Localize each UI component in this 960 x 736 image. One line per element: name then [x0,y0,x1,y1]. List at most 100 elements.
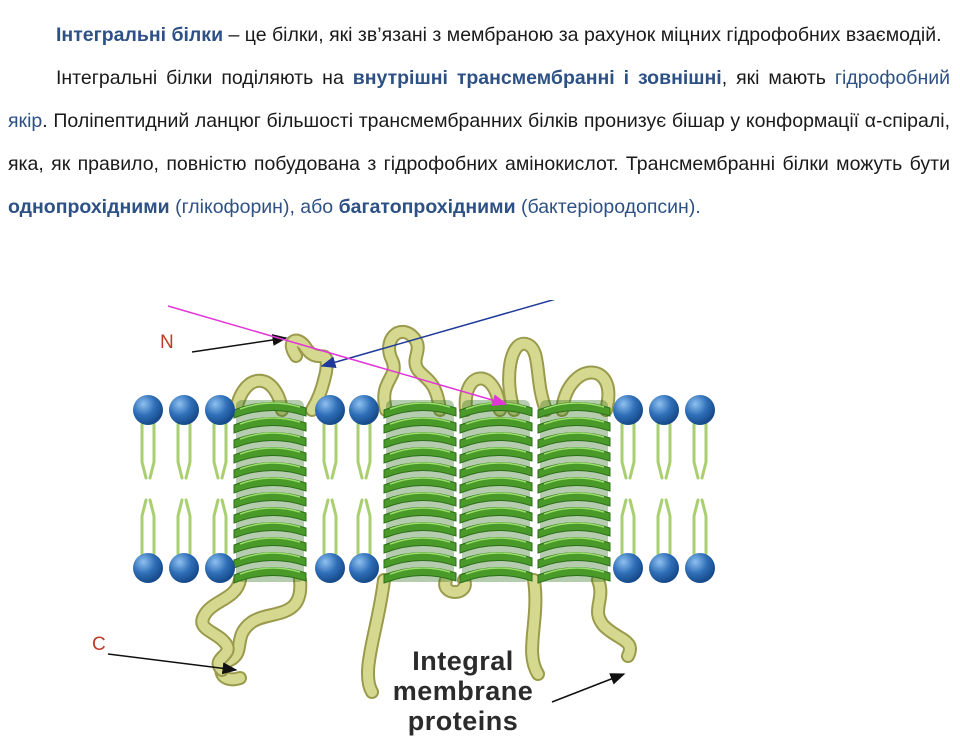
lipid-tail-upper [364,422,372,480]
helix-highlight [389,567,451,575]
figure-caption: Integral membrane proteins [368,646,558,736]
term-multi-pass: багатопрохідними [338,196,516,218]
lipid-head-upper [349,395,379,425]
lipid-tail-upper [356,422,364,480]
helix-highlight [465,507,527,515]
helix-core [236,400,304,582]
classification-text-2: , які мають [721,67,835,89]
definition-text: – це білки, які зв’язані з мембраною за … [223,24,942,46]
polypeptide-loops [195,325,637,699]
lipid-head-lower [613,553,643,583]
helix-highlight [239,522,301,530]
helix-highlight [239,432,301,440]
lipid-head-upper [205,395,235,425]
helix-highlight [465,462,527,470]
helix-highlight [543,432,605,440]
helix-highlight [543,417,605,425]
lipid-tail-lower [176,498,184,556]
helix-highlight [389,462,451,470]
lipid-heads [133,395,715,583]
helix-highlight [389,477,451,485]
helix-highlight [465,522,527,530]
lipid-tail-lower [356,498,364,556]
helix-highlight [543,492,605,500]
helix-highlight [239,477,301,485]
lipid-tail-lower [140,498,148,556]
term-protein-types: внутрішні трансмембранні і зовнішні [352,67,722,89]
helix-highlight [543,507,605,515]
lipid-tail-lower [656,498,664,556]
single-pass-example: (глікофорин), або [169,196,334,218]
lipid-head-upper [649,395,679,425]
helix-highlight [389,402,451,410]
classification-text-1: Інтегральні білки поділяють на [56,67,353,89]
lipid-tail-upper [692,422,700,480]
lipid-tail-upper [140,422,148,480]
helix-highlight [465,567,527,575]
arrow-multi-pass [167,305,508,407]
helix-core [386,400,454,582]
lipid-tail-lower [322,498,330,556]
helix-highlight [389,447,451,455]
lipid-tail-upper [628,422,636,480]
lipid-tail-lower [212,498,220,556]
arrow-c-label [107,653,238,675]
helix-highlight [389,552,451,560]
caption-line-2: membrane [392,676,534,706]
helix-highlight [543,477,605,485]
helix-core [462,400,530,582]
alpha-helices [233,400,611,584]
term-integral-proteins: Інтегральні білки [56,24,224,46]
helix-highlight [239,537,301,545]
caption-line-3: proteins [407,706,519,736]
term-single-pass: однопрохідними [8,196,170,218]
arrow-caption [551,673,626,703]
lipid-head-lower [205,553,235,583]
caption-line-1: Integral [412,646,514,676]
lipid-tail-lower [620,498,628,556]
arrow-n-label [191,334,288,353]
multi-pass-example: (бактеріородопсин). [515,196,701,218]
helix-highlight [543,552,605,560]
classification-text-3: . Поліпептидний ланцюг більшості трансме… [8,110,950,175]
lipid-tail-upper [700,422,708,480]
helix-highlight [389,537,451,545]
helix-core [540,400,608,582]
lipid-head-lower [649,553,679,583]
lipid-tail-upper [184,422,192,480]
helix-highlight [465,432,527,440]
lipid-tail-lower [692,498,700,556]
helix-highlight [543,522,605,530]
paragraph-classification: Інтегральні білки поділяють на внутрішні… [8,57,950,229]
text-content: Інтегральні білки – це білки, які зв’яза… [8,14,950,229]
helix-highlight [239,462,301,470]
membrane-illustration [107,243,749,703]
lipid-tail-upper [148,422,156,480]
helix-highlight [465,552,527,560]
lipid-tail-lower [330,498,338,556]
helix-highlight [543,447,605,455]
helix-highlight [543,537,605,545]
lipid-tail-upper [656,422,664,480]
lipid-tail-lower [628,498,636,556]
lipid-tail-upper [220,422,228,480]
helix-highlight [465,477,527,485]
helix-highlight [389,432,451,440]
helix-highlight [543,402,605,410]
lipid-head-upper [133,395,163,425]
label-n-terminus: N [160,332,174,353]
lipid-head-upper [315,395,345,425]
lipid-tail-upper [664,422,672,480]
lipid-tail-lower [148,498,156,556]
lipid-tail-lower [364,498,372,556]
helix-highlight [465,492,527,500]
membrane-protein-figure: N C Integral membrane proteins [0,243,960,736]
helix-highlight [239,447,301,455]
helix-highlight [239,567,301,575]
lipid-tail-upper [212,422,220,480]
lipid-tail-lower [700,498,708,556]
term-hydrophobic-anchor: гідрофобний якір [8,67,951,132]
lipid-tail-upper [620,422,628,480]
lipid-head-lower [349,553,379,583]
helix-highlight [239,552,301,560]
